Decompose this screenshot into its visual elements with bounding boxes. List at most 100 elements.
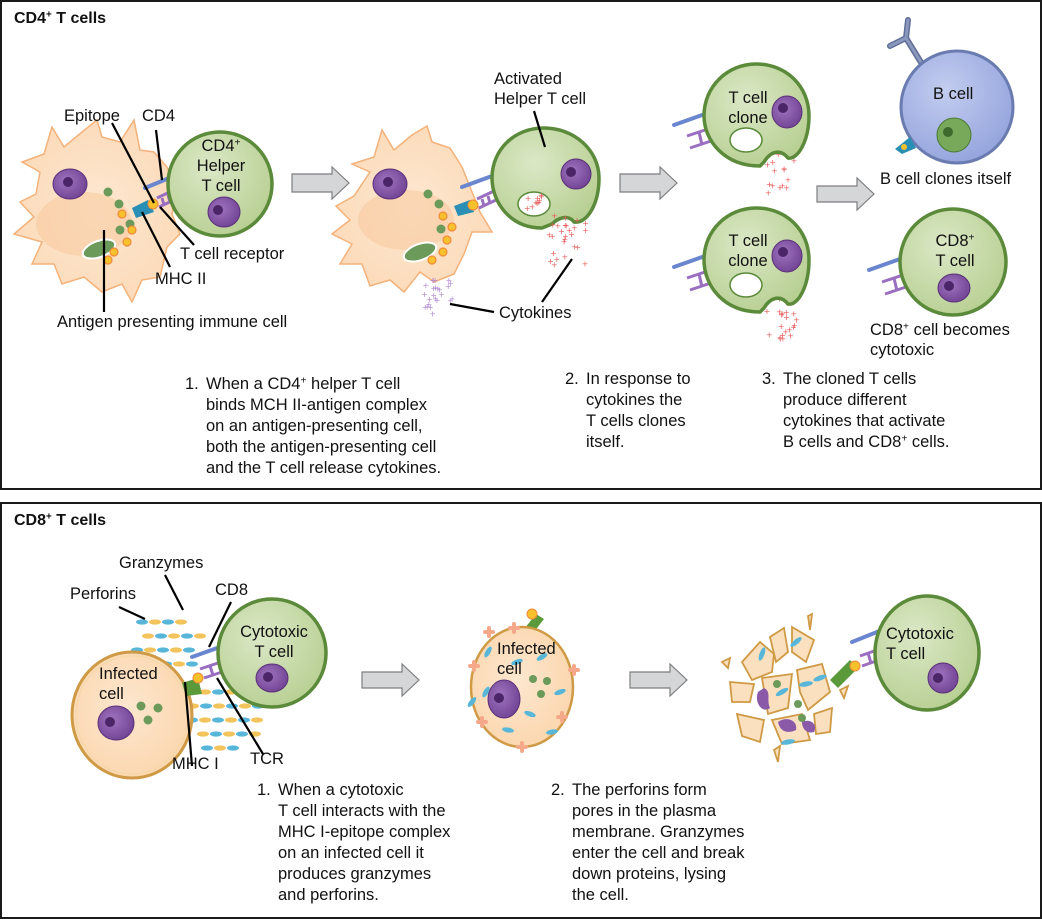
cytokine-particle: + xyxy=(782,327,789,336)
label-cd8-becomes-cytotoxic: CD8+ cell becomes cytotoxic xyxy=(870,321,1010,359)
cytokine-particle: + xyxy=(549,232,556,241)
perforin-pores xyxy=(468,622,580,753)
cytokine-particle: + xyxy=(429,309,436,318)
perforin-pore-icon xyxy=(480,716,484,728)
cytokine-particle: + xyxy=(533,198,540,207)
cytotoxic-t-cell-2 xyxy=(873,594,981,712)
b-cell xyxy=(887,17,1015,165)
perforin-particle xyxy=(199,689,211,695)
label-b-cell-clones-itself: B cell clones itself xyxy=(880,170,1012,188)
mitochondrion-icon xyxy=(81,238,117,260)
cytokine-particle: + xyxy=(426,295,433,304)
cytokine-particle: + xyxy=(781,166,788,175)
cytokine-particle: + xyxy=(574,243,581,252)
step-cd8-1: 1. When a cytotoxic T cell interacts wit… xyxy=(257,781,451,904)
perforin-particle xyxy=(194,633,206,639)
label-epitope: Epitope xyxy=(64,107,120,125)
granzyme-particle xyxy=(502,727,514,733)
cytokine-particle: + xyxy=(434,296,441,305)
label-helper-t-cell: CD4+ Helper T cell xyxy=(196,137,246,195)
cytokine-particle: + xyxy=(551,260,558,269)
granzyme-particle xyxy=(186,661,198,667)
label-cytotoxic-t-cell-1: Cytotoxic T cell xyxy=(240,623,308,661)
granzyme-particle xyxy=(212,717,224,723)
arrow-right-icon xyxy=(291,165,350,201)
cytokine-particle: + xyxy=(432,276,439,285)
nucleus-icon xyxy=(936,117,972,153)
nucleus-icon xyxy=(937,273,971,303)
cytokine-particle: + xyxy=(562,253,569,262)
cytokine-particle: + xyxy=(775,150,782,159)
granzyme-particle xyxy=(157,647,169,653)
perforin-pore-icon xyxy=(472,660,476,672)
cytokine-particle: + xyxy=(538,191,545,200)
cytokine-particle: + xyxy=(777,334,784,343)
cytokine-particle: + xyxy=(534,194,541,203)
cytokine-particle: + xyxy=(783,183,790,192)
granzyme-particle xyxy=(524,710,536,718)
nucleus-icon xyxy=(207,196,241,228)
cytokine-particle: + xyxy=(445,282,452,291)
cytokine-particle: + xyxy=(571,243,578,252)
perforin-particle xyxy=(142,633,154,639)
cd8-illustration xyxy=(70,574,981,780)
cytokine-particle: + xyxy=(534,199,541,208)
t-cell-clone-bottom xyxy=(672,206,811,314)
cytokine-particle: + xyxy=(563,221,570,230)
granzyme-particle xyxy=(227,745,239,751)
cytokine-particle: + xyxy=(571,224,578,233)
cytokine-particle: + xyxy=(435,285,442,294)
cytokine-particle: + xyxy=(582,259,589,268)
cytokine-particle: + xyxy=(550,249,557,258)
nucleus-icon xyxy=(771,239,803,273)
cytokine-particle: + xyxy=(546,230,553,239)
cytokine-particle: + xyxy=(430,291,437,300)
cytokine-particle: + xyxy=(582,226,589,235)
arrow-right-icon xyxy=(361,662,420,698)
cytokine-particle: + xyxy=(430,276,437,285)
perforin-particle xyxy=(170,647,182,653)
granzyme-particle xyxy=(554,688,566,696)
granzyme-particle xyxy=(536,653,548,661)
cytokine-particle: + xyxy=(529,203,536,212)
nucleus-icon xyxy=(487,679,521,719)
cytokine-particle: + xyxy=(438,290,445,299)
label-infected-cell-1: Infected cell xyxy=(99,665,158,703)
granzyme-particle xyxy=(236,731,248,737)
cytokine-particle: + xyxy=(447,297,454,306)
label-t-cell-receptor: T cell receptor xyxy=(180,245,285,263)
cytokine-particle: + xyxy=(765,189,772,198)
perforin-particle xyxy=(199,717,211,723)
cytokine-particle: + xyxy=(771,166,778,175)
perforin-pore-icon xyxy=(512,622,516,634)
granzymes-inside xyxy=(467,646,566,735)
cd8-molecule-icon xyxy=(190,645,222,659)
perforin-particle xyxy=(144,647,156,653)
cytokine-particle: + xyxy=(423,281,430,290)
cytokine-particle: + xyxy=(776,308,783,317)
perforin-pore-icon xyxy=(560,711,564,723)
step-cd4-3: 3. The cloned T cells produce different … xyxy=(762,370,950,451)
granzyme-particle xyxy=(467,697,477,707)
step-cd4-1: 1. When a CD4+ helper T cell binds MCH I… xyxy=(185,375,442,477)
label-infected-cell-2: Infected cell xyxy=(497,640,556,678)
label-cd8: CD8 xyxy=(215,581,249,599)
granzyme-particle xyxy=(162,619,174,625)
label-cd8-t-cell: CD8+ T cell xyxy=(935,232,975,270)
cytokine-particle: + xyxy=(568,230,575,239)
label-perforins: Perforins xyxy=(70,585,137,603)
perforin-particle xyxy=(213,703,225,709)
label-mhc-ii: MHC II xyxy=(155,270,207,288)
cytokine-particle: + xyxy=(778,311,785,320)
cytokine-particle: + xyxy=(779,335,786,344)
cytokine-particle: + xyxy=(790,309,797,318)
cytokine-particle: + xyxy=(432,294,439,303)
cytokine-particle: + xyxy=(766,180,773,189)
perforin-particle xyxy=(239,703,251,709)
nucleus-icon xyxy=(771,95,803,129)
label-t-cell-clone-top: T cell clone xyxy=(728,89,768,127)
label-cytotoxic-t-cell-2: Cytotoxic T cell xyxy=(886,625,954,663)
cytokine-particle: + xyxy=(582,219,589,228)
mhc-i-tcr-complex xyxy=(182,645,223,696)
cytokine-particle: + xyxy=(793,315,800,324)
